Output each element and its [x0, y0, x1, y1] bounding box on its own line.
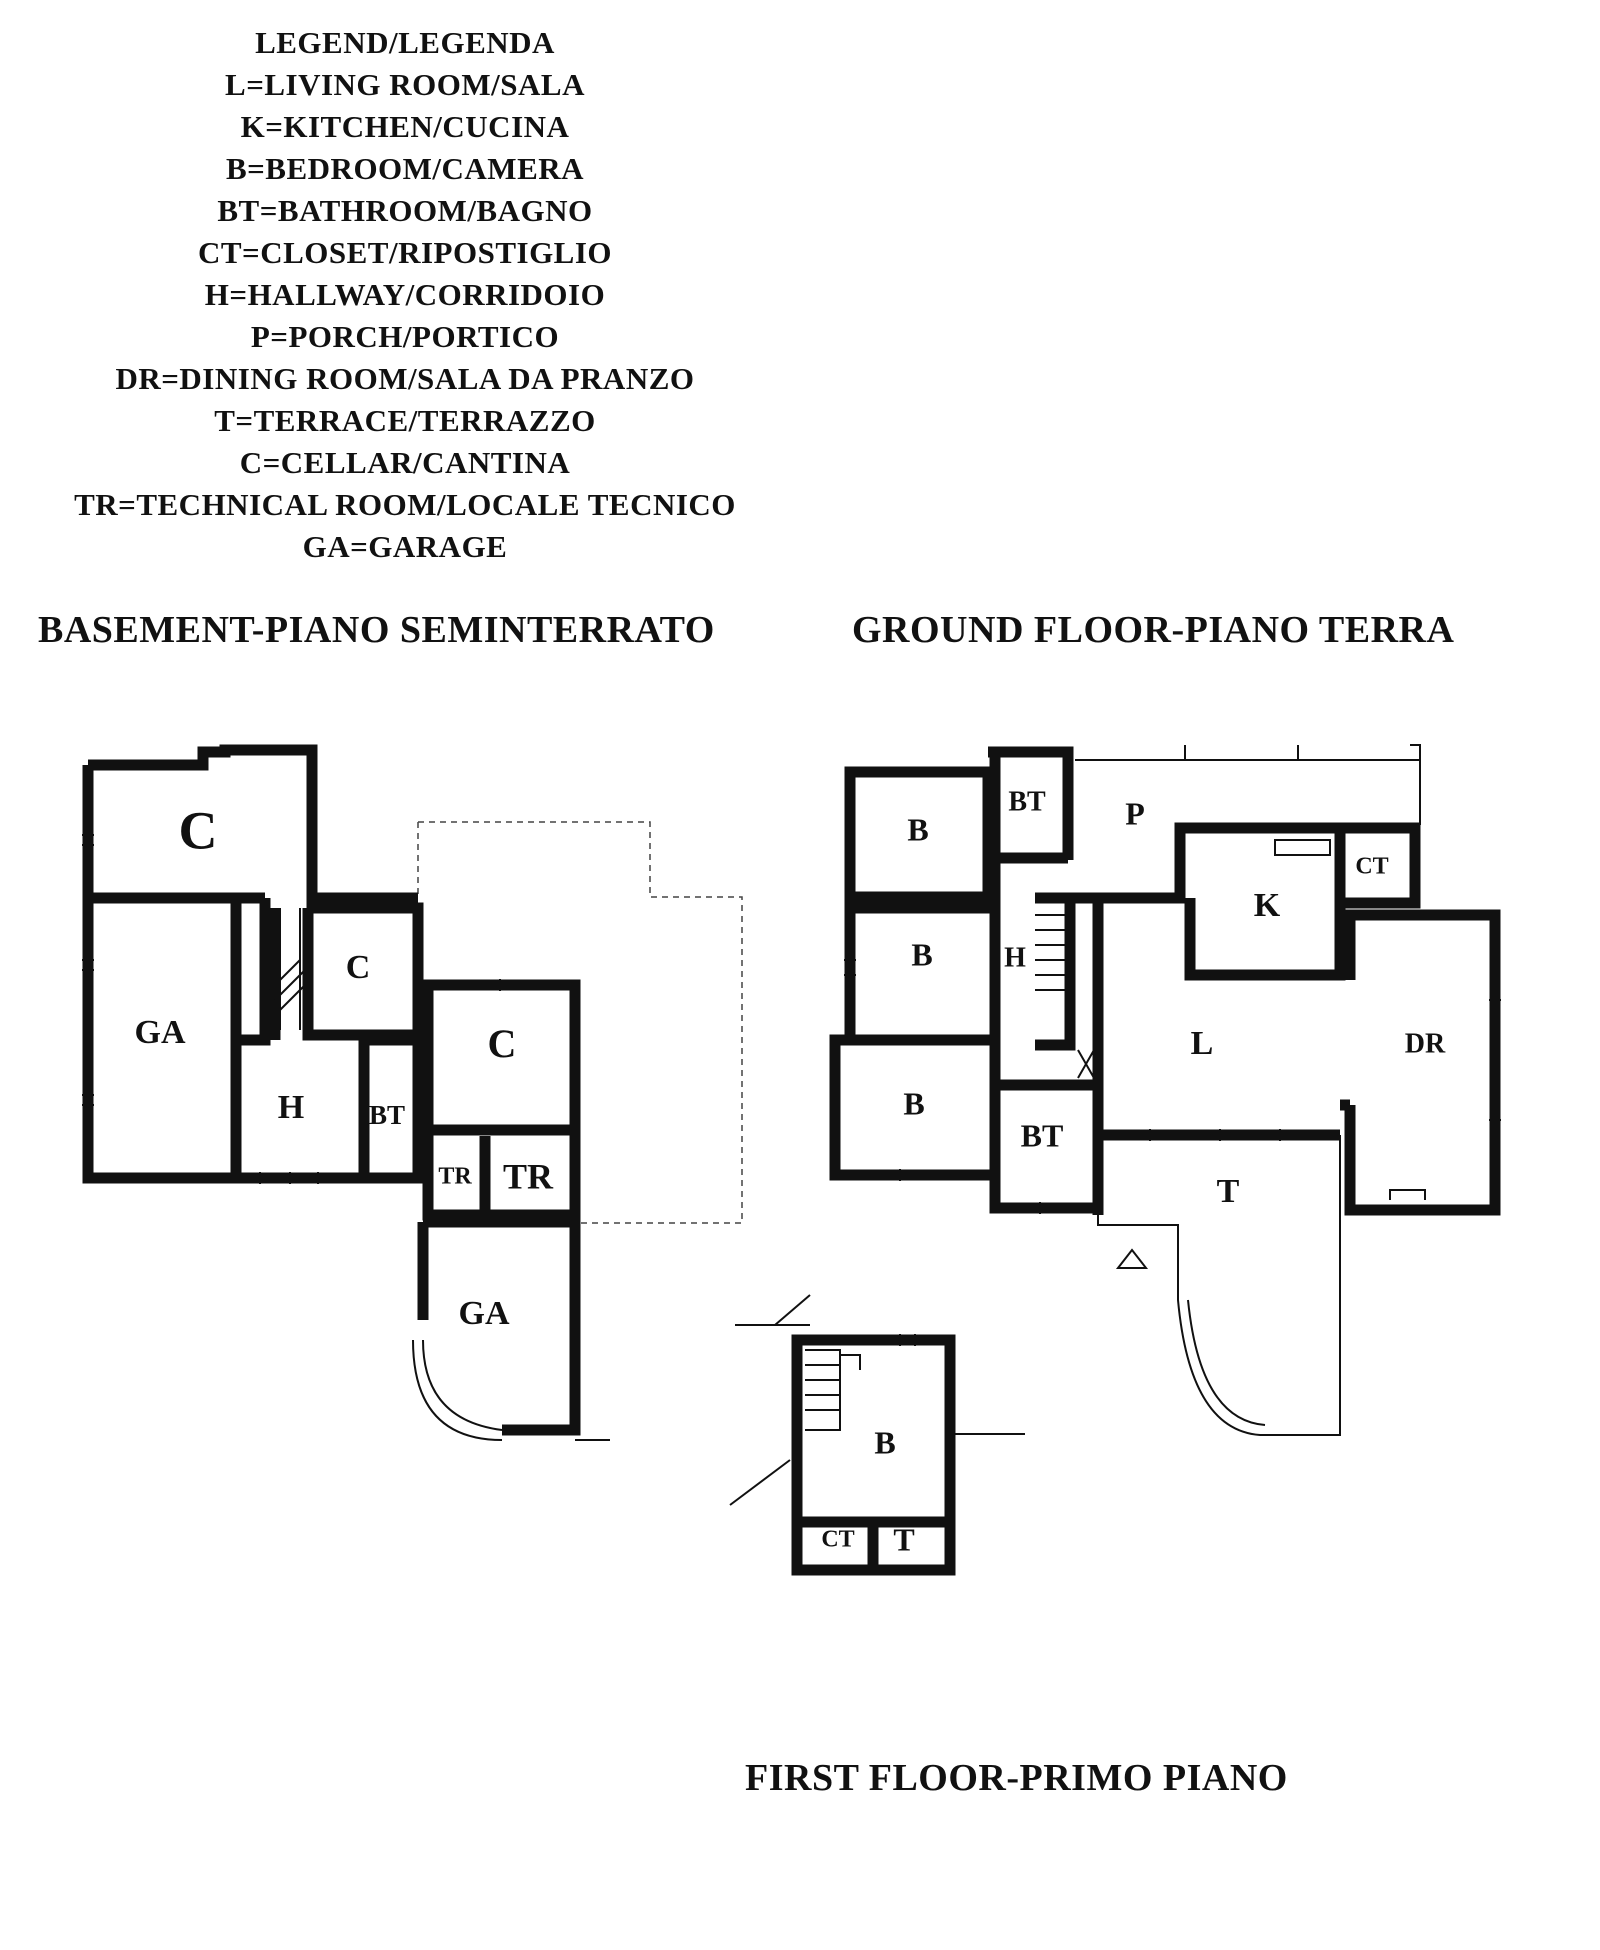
ground-floor-title: GROUND FLOOR-PIANO TERRA — [852, 609, 1455, 651]
basement-room-label-technical-1: TR — [438, 1164, 472, 1190]
first-floor-plan: B CT T — [729, 1294, 1025, 1576]
legend-item-dining-room: DR=DINING ROOM/SALA DA PRANZO — [115, 361, 695, 396]
legend-item-bathroom: BT=BATHROOM/BAGNO — [217, 193, 593, 228]
basement-room-label-cellar-3: C — [488, 1021, 517, 1066]
ground-room-label-bedroom-1: B — [907, 811, 928, 847]
legend-item-closet: CT=CLOSET/RIPOSTIGLIO — [197, 235, 613, 270]
legend-item-terrace: T=TERRACE/TERRAZZO — [214, 403, 596, 438]
legend-item-porch: P=PORCH/PORTICO — [250, 319, 560, 354]
ground-room-label-terrace: T — [1217, 1173, 1240, 1210]
basement-room-label-garage-1: GA — [135, 1014, 186, 1051]
ground-room-label-kitchen: K — [1254, 887, 1281, 924]
ground-room-label-closet: CT — [1355, 854, 1388, 880]
legend-item-kitchen: K=KITCHEN/CUCINA — [240, 109, 570, 144]
legend-item-cellar: C=CELLAR/CANTINA — [239, 445, 571, 480]
basement-title: BASEMENT-PIANO SEMINTERRATO — [38, 609, 715, 651]
basement-room-label-technical-2: TR — [503, 1156, 554, 1196]
legend: LEGEND/LEGENDA L=LIVING ROOM/SALA K=KITC… — [0, 22, 810, 568]
legend-title: LEGEND/LEGENDA — [255, 25, 555, 60]
ground-room-label-bedroom-3: B — [903, 1085, 924, 1121]
legend-item-hallway: H=HALLWAY/CORRIDOIO — [204, 277, 606, 312]
legend-item-garage: GA=GARAGE — [302, 529, 508, 564]
first-room-label-terrace: T — [893, 1521, 914, 1557]
basement-plan: C GA C H BT C TR TR GA — [82, 744, 743, 1441]
ground-room-label-bedroom-2: B — [911, 936, 932, 972]
basement-room-label-bathroom: BT — [369, 1100, 405, 1130]
ground-room-label-hallway: H — [1004, 942, 1026, 973]
basement-room-label-garage-2: GA — [459, 1295, 510, 1332]
legend-item-bedroom: B=BEDROOM/CAMERA — [225, 151, 585, 186]
basement-room-label-hallway: H — [278, 1089, 304, 1126]
legend-item-living-room: L=LIVING ROOM/SALA — [225, 67, 585, 102]
legend-item-technical-room: TR=TECHNICAL ROOM/LOCALE TECNICO — [74, 487, 736, 522]
basement-room-label-cellar-1: C — [179, 800, 218, 860]
ground-room-label-living-room: L — [1191, 1025, 1214, 1062]
first-room-label-bedroom: B — [874, 1424, 895, 1460]
ground-room-label-dining-room: DR — [1405, 1028, 1446, 1059]
ground-room-label-bathroom-2: BT — [1021, 1117, 1064, 1153]
basement-room-label-cellar-2: C — [346, 949, 371, 986]
ground-room-label-porch: P — [1125, 795, 1145, 831]
ground-room-label-bathroom-1: BT — [1008, 786, 1046, 817]
first-floor-title: FIRST FLOOR-PRIMO PIANO — [745, 1757, 1288, 1799]
ground-floor-plan: B BT P K CT B H L DR B BT T — [829, 744, 1501, 1436]
first-room-label-closet: CT — [821, 1527, 854, 1553]
